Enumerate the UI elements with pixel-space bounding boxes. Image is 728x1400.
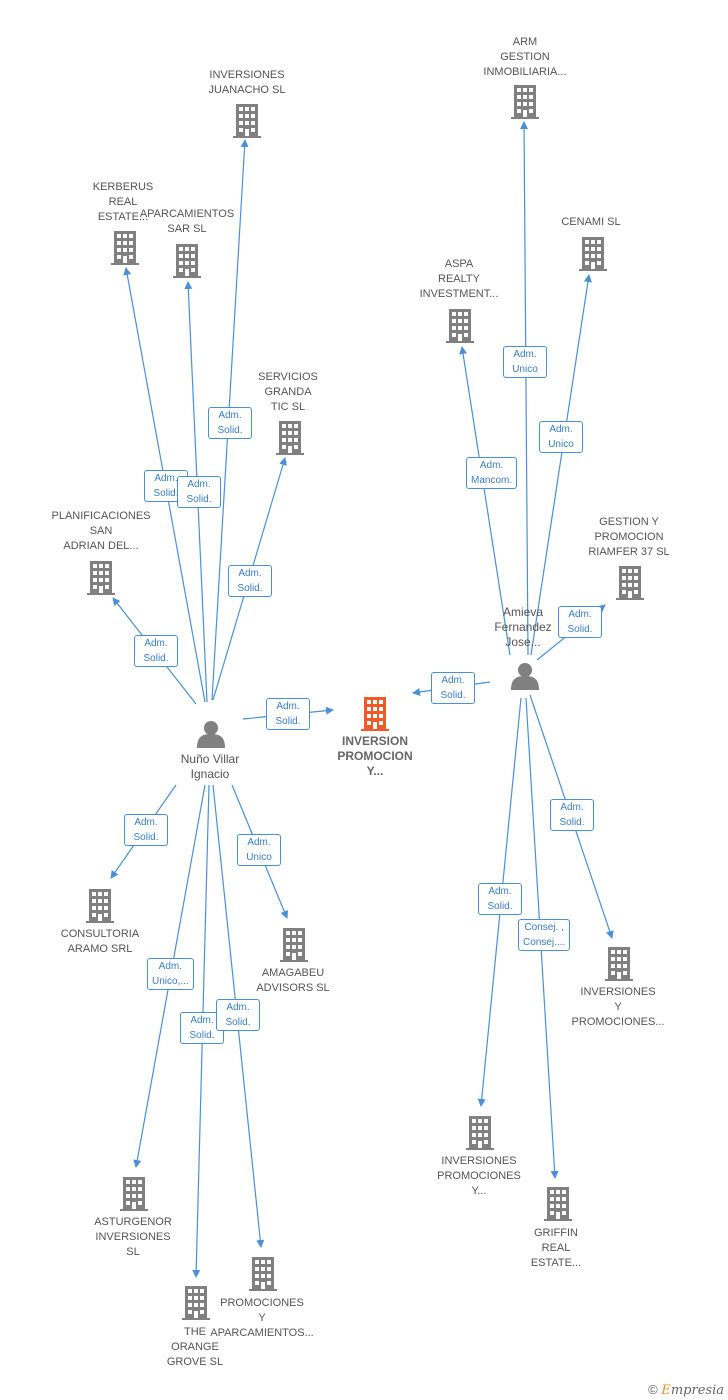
edge-label-e6[interactable]: Adm. Solid.	[266, 698, 310, 730]
edge-label-e18[interactable]: Adm. Solid.	[478, 883, 522, 915]
copyright-symbol: ©	[648, 1382, 658, 1397]
brand-name: mpresia	[670, 1383, 724, 1398]
company-building-icon-c17[interactable]	[544, 1187, 572, 1221]
company-building-icon-c14[interactable]	[616, 566, 644, 600]
edge-label-e17[interactable]: Adm. Solid.	[550, 799, 594, 831]
company-name-c10[interactable]: PROMOCIONES Y APARCAMIENTOS...	[210, 1297, 314, 1339]
brand-initial: E	[661, 1383, 671, 1398]
company-name-c16[interactable]: INVERSIONES PROMOCIONES Y...	[437, 1155, 521, 1197]
edge-label-e11[interactable]: Adm. Solid.	[216, 999, 260, 1031]
edge-label-e7[interactable]: Adm. Solid.	[124, 814, 168, 846]
company-building-icon-c16[interactable]	[466, 1116, 494, 1150]
company-name-c3[interactable]: APARCAMIENTOS SAR SL	[139, 208, 235, 235]
company-name-c8[interactable]: ASTURGENOR INVERSIONES SL	[94, 1216, 172, 1258]
edge-label-e16[interactable]: Adm. Solid.	[431, 672, 475, 704]
edge-label-e4[interactable]: Adm. Solid.	[228, 565, 272, 597]
company-name-c1[interactable]: INVERSIONES JUANACHO SL	[208, 69, 286, 96]
company-name-c6[interactable]: CONSULTORIA ARAMO SRL	[60, 928, 140, 955]
company-name-c11[interactable]: ARM GESTION INMOBILIARIA...	[483, 36, 567, 78]
company-name-c7[interactable]: AMAGABEU ADVISORS SL	[256, 967, 330, 994]
person-icon-p2[interactable]	[511, 663, 539, 690]
company-name-c5[interactable]: PLANIFICACIONES SAN ADRIAN DEL...	[51, 510, 151, 552]
edge-label-e3[interactable]: Adm. Solid.	[177, 476, 221, 508]
brand-watermark: © Empresia	[648, 1382, 724, 1398]
company-name-c2[interactable]: KERBERUS REAL ESTATE...	[92, 181, 154, 223]
company-building-icon-c4[interactable]	[276, 421, 304, 455]
company-name-c17[interactable]: GRIFFIN REAL ESTATE...	[530, 1227, 582, 1269]
person-name-p1[interactable]: Nuño Villar Ignacio	[180, 752, 240, 781]
edge-label-e5[interactable]: Adm. Solid.	[134, 635, 178, 667]
company-building-icon-c11[interactable]	[511, 85, 539, 119]
company-building-icon-c6[interactable]	[86, 889, 114, 923]
edge-line-e14	[459, 346, 511, 656]
edges-layer	[110, 121, 614, 1278]
edge-line-e12	[520, 121, 529, 656]
edge-label-e12[interactable]: Adm. Unico	[503, 346, 547, 378]
company-name-c14[interactable]: GESTION Y PROMOCION RIAMFER 37 SL	[588, 516, 670, 558]
company-building-icon-c13[interactable]	[446, 309, 474, 343]
company-building-icon-c5[interactable]	[87, 561, 115, 595]
edge-label-e9[interactable]: Adm. Unico,...	[147, 958, 194, 990]
company-name-c12[interactable]: CENAMI SL	[561, 216, 621, 228]
edge-label-e8[interactable]: Adm. Unico	[237, 834, 281, 866]
nodes-layer	[86, 85, 644, 1320]
edge-label-e13[interactable]: Adm. Unico	[539, 421, 583, 453]
focus-company-name[interactable]: INVERSION PROMOCION Y...	[337, 734, 413, 778]
edge-line-e13	[530, 274, 592, 656]
company-building-icon-c15[interactable]	[605, 947, 633, 981]
company-building-icon-c12[interactable]	[579, 237, 607, 271]
company-building-icon-c8[interactable]	[120, 1177, 148, 1211]
company-building-icon-c1[interactable]	[233, 104, 261, 138]
company-name-c4[interactable]: SERVICIOS GRANDA TIC SL	[258, 371, 318, 413]
edge-label-e19[interactable]: Consej. , Consej....	[518, 919, 571, 951]
edge-label-e15[interactable]: Adm. Solid.	[558, 606, 602, 638]
focus-building-icon[interactable]	[361, 697, 389, 731]
person-name-p2[interactable]: Amieva Fernandez Jose...	[494, 605, 552, 649]
company-building-icon-c10[interactable]	[249, 1257, 277, 1291]
company-name-c13[interactable]: ASPA REALTY INVESTMENT...	[419, 258, 499, 300]
company-building-icon-c7[interactable]	[280, 928, 308, 962]
edge-label-e1[interactable]: Adm. Solid.	[208, 407, 252, 439]
company-name-c9[interactable]: THE ORANGE GROVE SL	[166, 1326, 224, 1368]
company-name-c15[interactable]: INVERSIONES Y PROMOCIONES...	[571, 986, 665, 1028]
person-icon-p1[interactable]	[197, 721, 225, 748]
company-building-icon-c3[interactable]	[173, 244, 201, 278]
edge-label-e14[interactable]: Adm. Mancom.	[466, 457, 518, 489]
